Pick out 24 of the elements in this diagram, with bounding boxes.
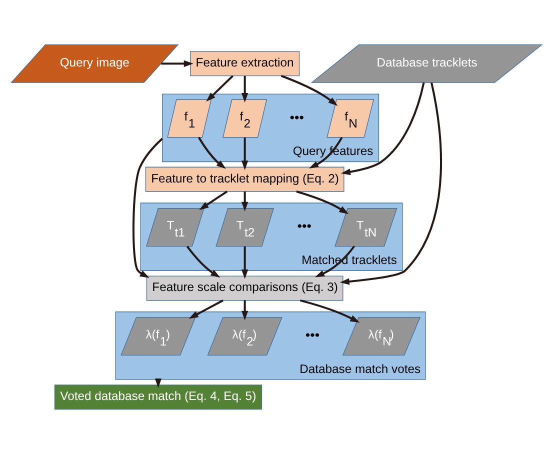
arrow xyxy=(132,137,163,278)
label: ••• xyxy=(305,327,320,342)
label: ••• xyxy=(297,218,312,234)
arrow xyxy=(242,75,248,102)
node-box: Feature to tracklet mapping (Eq. 2) xyxy=(145,166,344,192)
arrow xyxy=(340,82,425,175)
arrow xyxy=(242,137,248,170)
arrow xyxy=(296,190,349,214)
arrow xyxy=(242,300,248,320)
arrow xyxy=(242,246,248,279)
arrow xyxy=(340,82,442,284)
label: ••• xyxy=(290,109,304,124)
arrow xyxy=(280,74,338,106)
arrow xyxy=(199,190,228,210)
arrow xyxy=(242,191,248,211)
arrow xyxy=(198,136,226,168)
arrow xyxy=(161,60,194,66)
node-box: Voted database match (Eq. 4, Eq. 5) xyxy=(54,384,262,410)
arrow xyxy=(206,74,234,102)
node-box: Feature extraction xyxy=(190,50,300,76)
arrow xyxy=(186,245,220,278)
arrow xyxy=(309,136,343,168)
arrow xyxy=(188,299,224,318)
node-box: Feature scale comparisons (Eq. 3) xyxy=(146,275,344,300)
